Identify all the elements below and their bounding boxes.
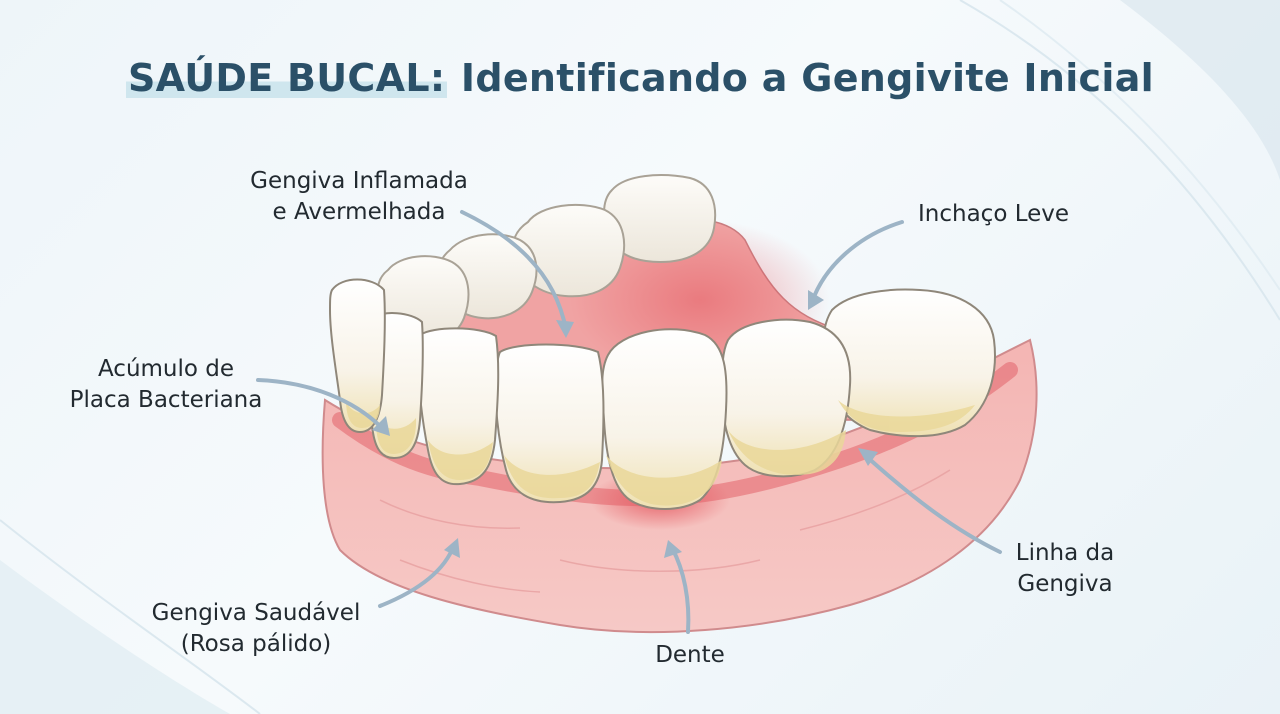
label-mild-swelling: Inchaço Leve [918, 199, 1069, 230]
arrow-inflamed-gum [460, 210, 568, 332]
front-teeth [328, 278, 996, 510]
label-plaque-line2: Placa Bacteriana [69, 387, 263, 413]
label-healthy-gum: Gengiva Saudável (Rosa pálido) [140, 598, 372, 660]
page-title: SAÚDE BUCAL: Identificando a Gengivite I… [0, 56, 1280, 100]
label-healthy-gum-line2: (Rosa pálido) [180, 631, 332, 657]
arrow-tooth [670, 546, 691, 634]
label-plaque-line1: Acúmulo de [97, 356, 235, 382]
arrow-plaque [256, 378, 386, 432]
title-rest: Identificando a Gengivite Inicial [460, 56, 1154, 100]
label-tooth: Dente [640, 640, 740, 671]
label-mild-swelling-line1: Inchaço Leve [918, 201, 1070, 227]
annotation-arrows [256, 210, 1002, 634]
arrow-gum-line [864, 454, 1002, 554]
label-inflamed-gum-line1: Gengiva Inflamada [250, 168, 468, 194]
label-tooth-line1: Dente [655, 642, 725, 668]
plaque-deposits [346, 400, 975, 506]
label-gum-line: Linha da Gengiva [1000, 538, 1130, 600]
arrow-mild-swelling [810, 220, 904, 304]
label-healthy-gum-line1: Gengiva Saudável [151, 600, 361, 626]
label-gum-line-line2: Gengiva [1017, 571, 1113, 597]
label-gum-line-line1: Linha da [1015, 540, 1115, 566]
label-inflamed-gum: Gengiva Inflamada e Avermelhada [238, 166, 480, 228]
title-highlight: SAÚDE BUCAL: [126, 56, 448, 100]
label-inflamed-gum-line2: e Avermelhada [272, 199, 446, 225]
label-plaque: Acúmulo de Placa Bacteriana [60, 354, 272, 416]
arrow-heads [372, 290, 878, 558]
